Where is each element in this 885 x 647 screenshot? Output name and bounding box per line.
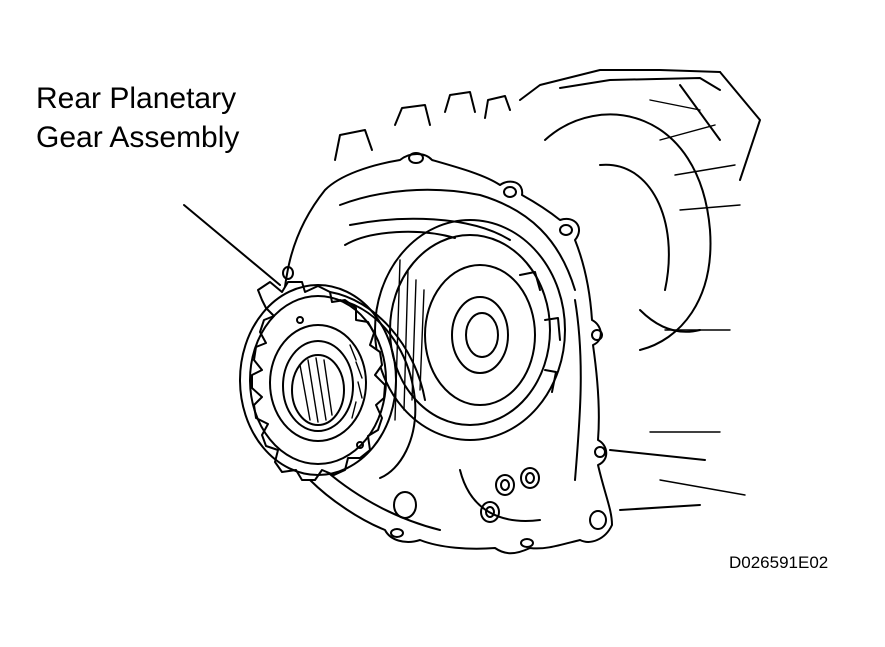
transmission-case xyxy=(334,69,761,511)
callout-label: Rear Planetary Gear Assembly xyxy=(36,79,239,157)
callout-line-2: Gear Assembly xyxy=(36,121,240,154)
figure-code: D026591E02 xyxy=(729,553,829,572)
rear-planetary-gear-assembly xyxy=(239,281,426,481)
callout-line-1: Rear Planetary xyxy=(36,82,237,115)
leader-line xyxy=(183,204,281,286)
